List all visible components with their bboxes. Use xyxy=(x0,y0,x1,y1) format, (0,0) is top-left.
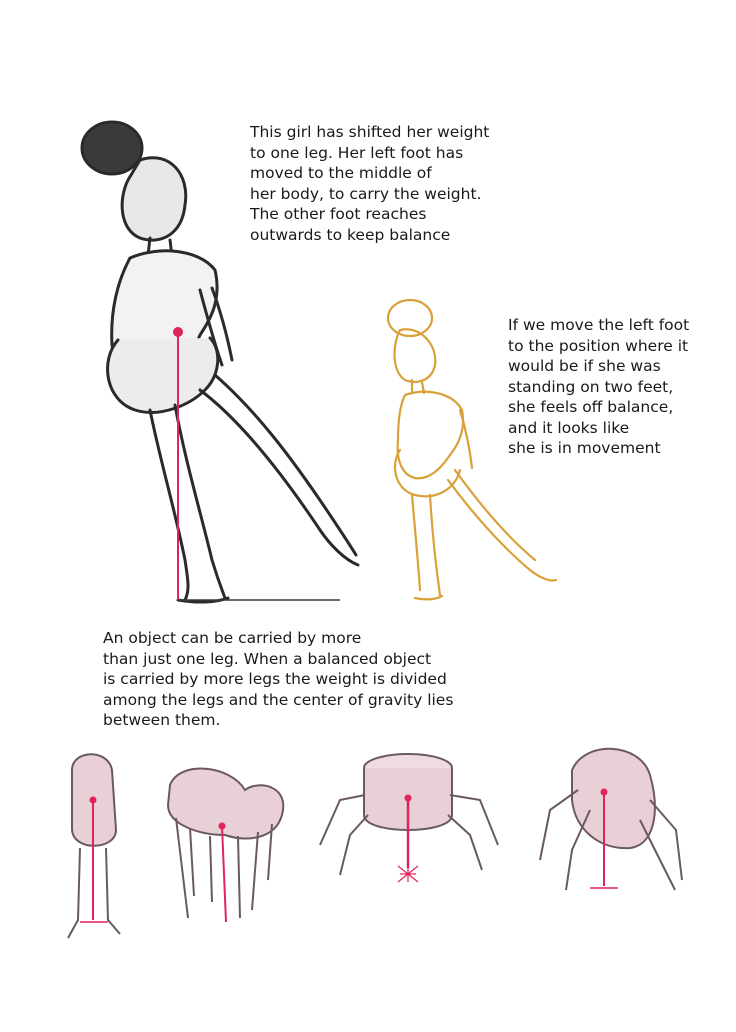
caption-multiple-legs: An object can be carried by more than ju… xyxy=(103,628,453,731)
caption-line: If we move the left foot xyxy=(508,316,690,334)
caption-line: she feels off balance, xyxy=(508,398,674,416)
object-two-legs xyxy=(67,753,121,939)
caption-weight-shift: This girl has shifted her weight to one … xyxy=(250,122,489,245)
caption-off-balance: If we move the left foot to the position… xyxy=(508,315,689,459)
caption-line: is carried by more legs the weight is di… xyxy=(103,670,447,688)
caption-line: The other foot reaches xyxy=(250,205,427,223)
object-drum-legs xyxy=(319,753,499,883)
caption-line: An object can be carried by more xyxy=(103,629,362,647)
caption-line: and it looks like xyxy=(508,418,630,437)
caption-line: she is in movement xyxy=(508,439,661,457)
dancer-yellow-sketch xyxy=(386,298,558,601)
caption-line: among the legs and the center of gravity… xyxy=(103,690,454,709)
caption-line: to the position where it xyxy=(508,336,689,355)
caption-line: between them. xyxy=(103,711,221,729)
gravity-line-black xyxy=(173,327,340,601)
caption-line: standing on two feet, xyxy=(508,377,674,396)
caption-line: outwards to keep balance xyxy=(250,225,451,244)
object-egg-legs xyxy=(539,747,683,891)
caption-line: her body, to carry the weight. xyxy=(250,184,482,203)
object-many-legs xyxy=(166,767,285,923)
center-of-gravity-dot xyxy=(173,327,183,337)
caption-line: to one leg. Her left foot has xyxy=(250,143,464,162)
caption-line: would be if she was xyxy=(508,357,661,375)
caption-line: This girl has shifted her weight xyxy=(250,123,490,141)
dancer-black-sketch xyxy=(80,120,360,604)
caption-line: than just one leg. When a balanced objec… xyxy=(103,649,432,668)
caption-line: moved to the middle of xyxy=(250,164,432,182)
